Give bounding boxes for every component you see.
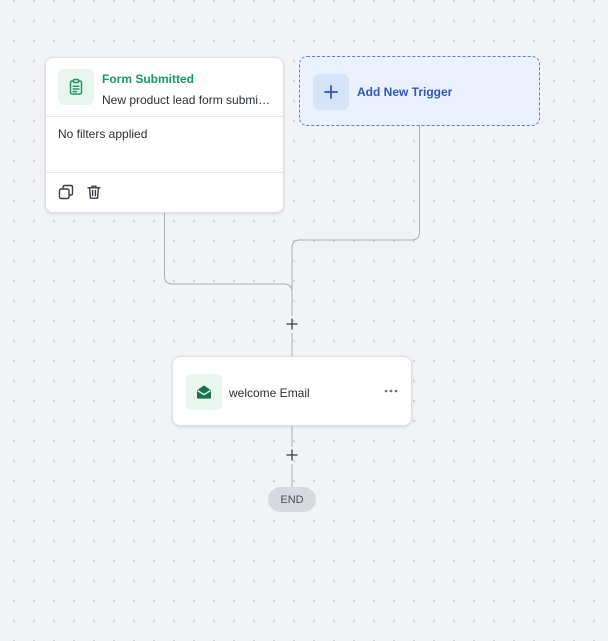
trigger-subtitle: New product lead form submission: [102, 93, 274, 107]
trigger-filters-text: No filters applied: [58, 127, 148, 141]
add-step-button-top[interactable]: [284, 316, 300, 332]
trigger-title: Form Submitted: [102, 72, 194, 86]
trigger-card-header: Form Submitted New product lead form sub…: [46, 58, 283, 117]
action-card-welcome-email[interactable]: welcome Email: [172, 356, 412, 426]
add-new-trigger-label: Add New Trigger: [357, 85, 453, 99]
trash-icon[interactable]: [85, 183, 103, 201]
add-step-button-bottom[interactable]: [284, 447, 300, 463]
trigger-card-form-submitted[interactable]: Form Submitted New product lead form sub…: [45, 57, 284, 213]
action-label: welcome Email: [229, 386, 310, 400]
plus-icon: [313, 74, 349, 110]
more-options-icon[interactable]: [383, 384, 399, 398]
end-node: END: [268, 487, 316, 512]
duplicate-icon[interactable]: [57, 183, 75, 201]
clipboard-icon: [58, 69, 94, 105]
add-new-trigger-button[interactable]: Add New Trigger: [299, 56, 540, 126]
envelope-open-icon: [186, 374, 222, 410]
trigger-card-footer: [46, 172, 283, 213]
